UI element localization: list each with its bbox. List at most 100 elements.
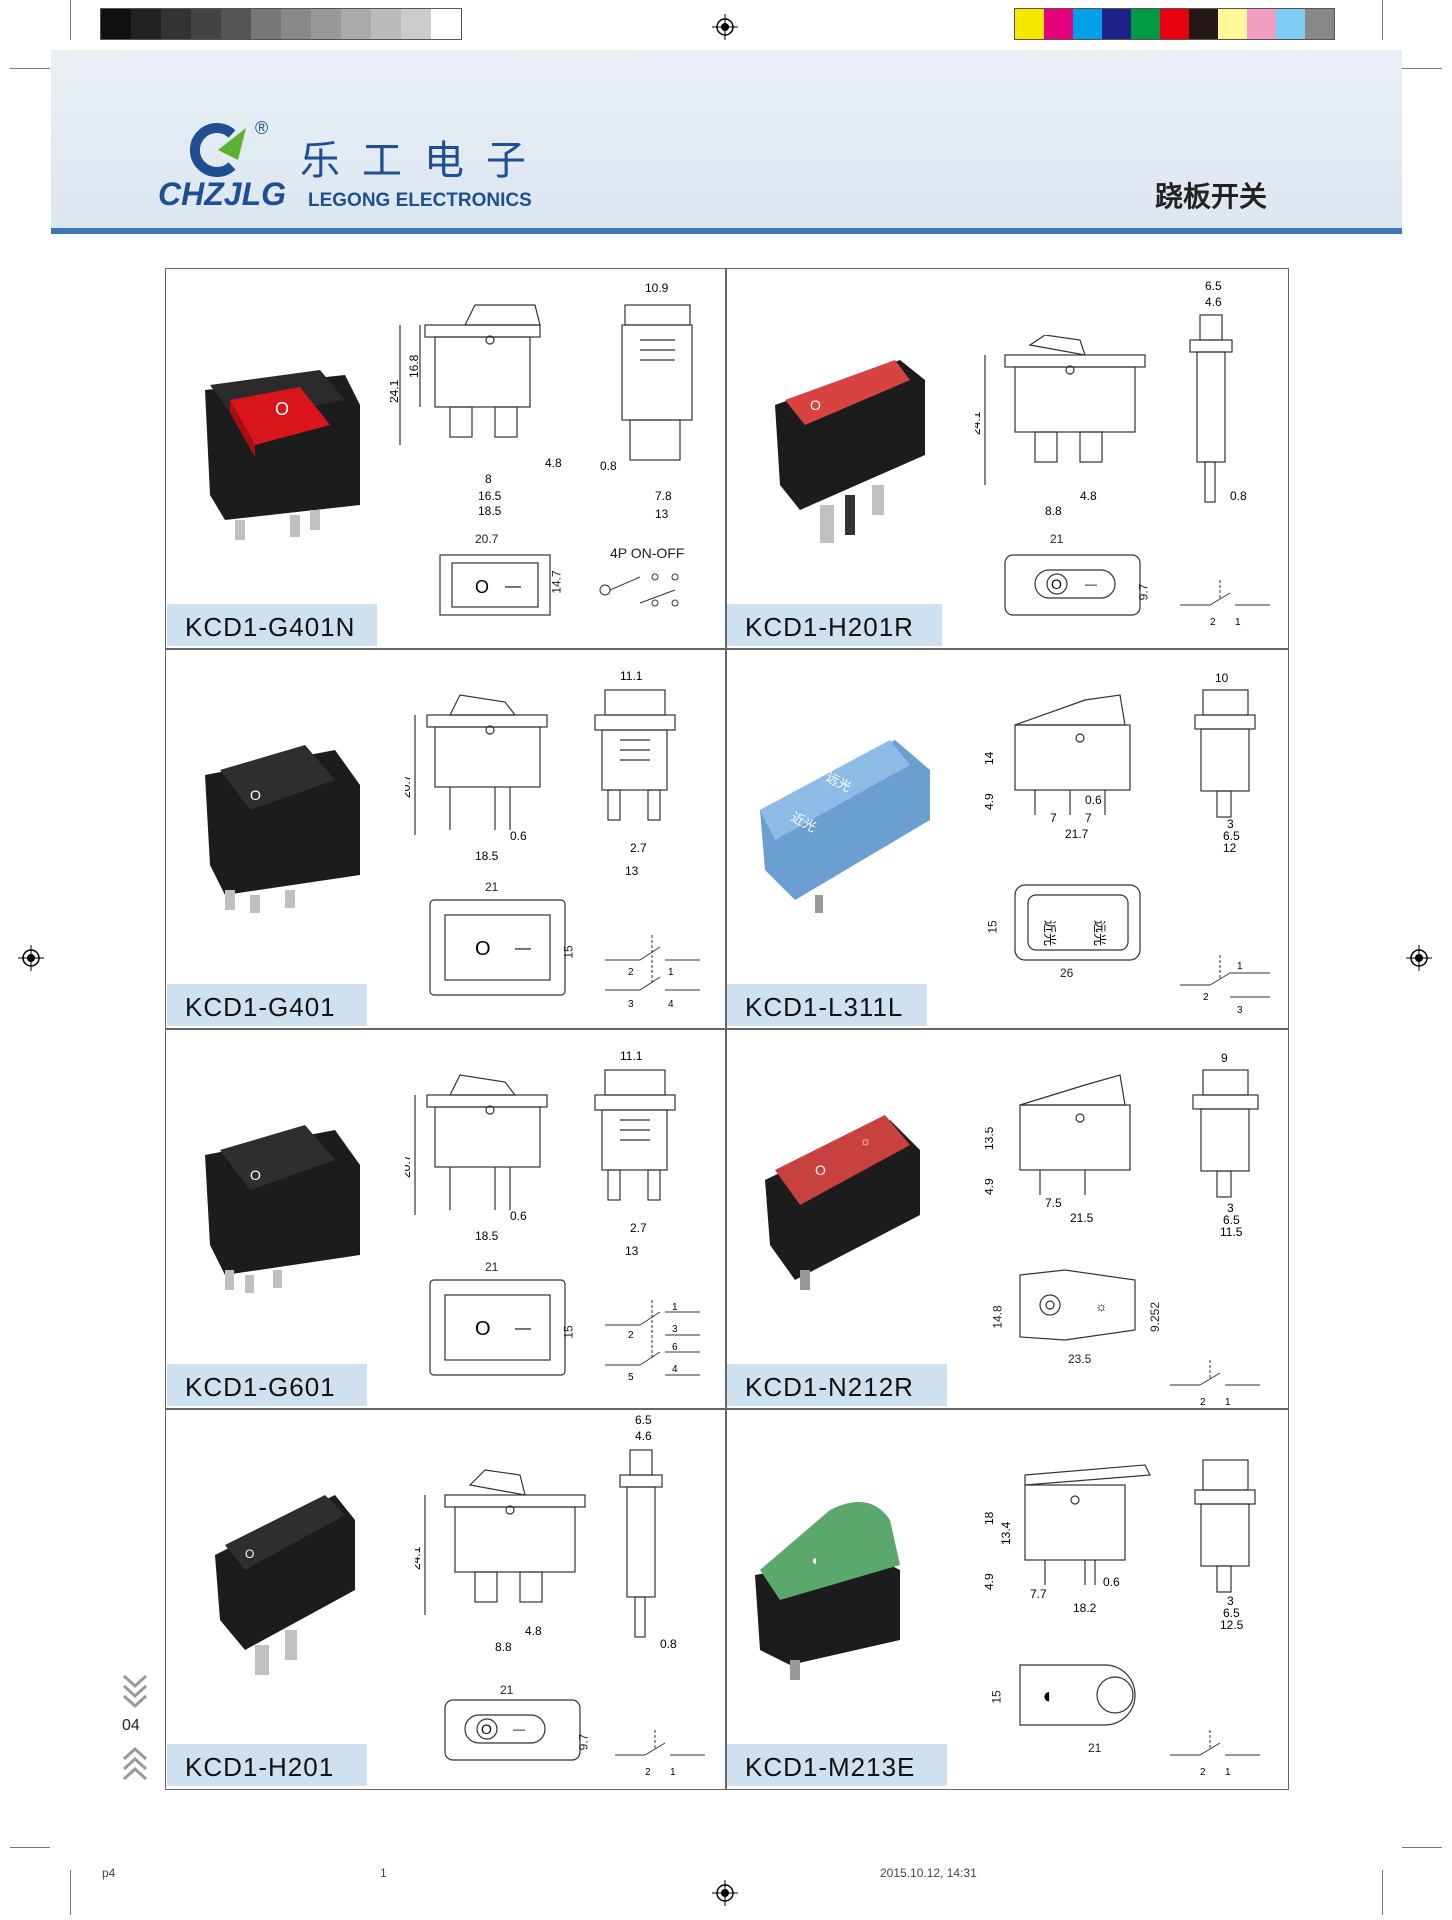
svg-text:6.5: 6.5	[1205, 280, 1222, 293]
model-label: KCD1-G601	[167, 1364, 367, 1406]
svg-text:11.1: 11.1	[620, 670, 643, 683]
svg-text:0.8: 0.8	[600, 459, 617, 473]
front-drawing: 24.1 4.8 8.8	[975, 335, 1146, 518]
dim-height: 14.7	[549, 570, 564, 594]
svg-text:10.9: 10.9	[645, 281, 669, 295]
svg-text:12.5: 12.5	[1220, 1618, 1244, 1632]
side-drawing: 10 3 6.5 12	[1194, 671, 1256, 855]
switch-photo: O	[205, 745, 360, 913]
svg-text:1: 1	[668, 967, 674, 978]
dim-width: 26	[1060, 966, 1074, 980]
svg-text:11.5: 11.5	[1220, 1225, 1243, 1239]
page-title: 跷板开关	[1155, 180, 1268, 213]
crop-mark	[1402, 68, 1442, 69]
svg-text:0.6: 0.6	[1103, 1575, 1120, 1589]
svg-text:8.8: 8.8	[495, 1640, 512, 1654]
svg-text:◖: ◖	[1040, 1683, 1053, 1708]
svg-text:O: O	[275, 399, 289, 419]
svg-text:7.5: 7.5	[1045, 1196, 1062, 1210]
model-label: KCD1-M213E	[727, 1744, 947, 1786]
svg-text:7: 7	[1085, 811, 1092, 825]
top-drawing: ◖	[1019, 1664, 1136, 1726]
crop-mark	[70, 1870, 71, 1915]
front-drawing: 13.5 4.9 7.5 21.5	[985, 1074, 1131, 1225]
dim-width: 21	[1088, 1741, 1102, 1755]
svg-text:24.1: 24.1	[975, 411, 983, 435]
grid-divider	[165, 1028, 1289, 1030]
svg-text:—: —	[513, 1722, 525, 1736]
page-header	[51, 50, 1402, 228]
dim-height: 15	[985, 920, 1000, 934]
svg-text:2: 2	[1200, 1767, 1206, 1778]
circuit-symbol-icon: 2 1	[615, 1730, 705, 1778]
svg-text:3: 3	[1237, 1005, 1243, 1016]
svg-text:3: 3	[672, 1324, 678, 1335]
front-drawing: 14 4.9 0.6 7 7 21.7	[985, 694, 1131, 841]
svg-text:14: 14	[985, 751, 996, 765]
svg-text:13.4: 13.4	[999, 1521, 1013, 1545]
svg-text:0.6: 0.6	[510, 829, 527, 843]
svg-text:18: 18	[985, 1511, 996, 1525]
footer-left: p4	[102, 1866, 116, 1880]
svg-text:O: O	[475, 1318, 491, 1340]
side-drawing: 9 3 6.5 11.5	[1192, 1051, 1259, 1239]
front-drawing: 20.7 0.6 18.5	[405, 694, 548, 863]
crop-mark	[10, 68, 50, 69]
crop-mark	[1382, 0, 1383, 40]
svg-text:6.5: 6.5	[635, 1413, 652, 1427]
svg-text:11.1: 11.1	[620, 1050, 643, 1063]
svg-text:10: 10	[1215, 671, 1229, 685]
svg-text:18.2: 18.2	[1073, 1601, 1097, 1615]
svg-text:6.5: 6.5	[1223, 1213, 1240, 1227]
svg-text:0.8: 0.8	[660, 1637, 677, 1650]
svg-text:2.7: 2.7	[630, 841, 647, 855]
svg-text:7.7: 7.7	[1030, 1587, 1047, 1601]
svg-text:1: 1	[1225, 1397, 1231, 1408]
model-label: KCD1-H201R	[727, 604, 942, 646]
dim-height: 14.8	[990, 1305, 1005, 1329]
dim-depth: 9.252	[1148, 1301, 1163, 1333]
chevron-up-icon	[122, 1746, 148, 1781]
svg-text:O: O	[250, 1167, 261, 1183]
dim-width: 21	[485, 880, 499, 894]
terminal-label: 2	[1210, 617, 1216, 628]
svg-text:—: —	[1085, 577, 1097, 591]
dim-width: 21	[500, 1683, 514, 1697]
dim-height: 15	[561, 1325, 576, 1339]
svg-text:2: 2	[1203, 992, 1209, 1003]
model-label: KCD1-G401N	[167, 604, 377, 646]
svg-text:◖: ◖	[810, 1552, 818, 1568]
switch-photo: 远光 近光	[760, 740, 930, 913]
circuit-symbol-icon: 1 2 3	[1180, 955, 1270, 1016]
svg-text:12: 12	[1223, 841, 1237, 855]
svg-text:O: O	[475, 938, 491, 960]
model-label: KCD1-L311L	[727, 984, 927, 1026]
svg-text:20.7: 20.7	[405, 1154, 413, 1178]
svg-text:近光: 近光	[1041, 920, 1056, 946]
svg-text:24.1: 24.1	[390, 379, 401, 403]
model-label: KCD1-H201	[167, 1744, 367, 1786]
svg-text:2: 2	[628, 967, 634, 978]
svg-text:O: O	[810, 397, 821, 413]
circuit-symbol-icon: 2 1	[1170, 1360, 1260, 1408]
svg-text:20.7: 20.7	[405, 774, 413, 798]
top-drawing: O —	[429, 899, 566, 996]
svg-text:4.6: 4.6	[1205, 295, 1222, 309]
top-drawing: O —	[429, 1279, 566, 1376]
circuit-symbol-icon: 1 2 3 6 5 4	[605, 1300, 700, 1383]
dim-width: 23.5	[1068, 1352, 1092, 1366]
svg-text:3: 3	[1227, 817, 1234, 831]
svg-text:☼: ☼	[1095, 1298, 1108, 1314]
top-drawing: ☼	[1019, 1269, 1136, 1341]
contact-type: 4P ON-OFF	[610, 545, 685, 561]
registration-mark-icon	[712, 14, 738, 40]
brand-english: LEGONG ELECTRONICS	[308, 190, 532, 211]
svg-text:13: 13	[625, 864, 639, 878]
circuit-symbol-icon	[599, 573, 679, 607]
svg-text:—: —	[515, 940, 531, 957]
dim-width: 21	[485, 1260, 499, 1274]
svg-text:1: 1	[1225, 1767, 1231, 1778]
svg-text:0.6: 0.6	[510, 1209, 527, 1223]
registration-mark-icon	[1406, 945, 1432, 971]
front-drawing: 24.1 4.8 8.8	[415, 1469, 586, 1654]
